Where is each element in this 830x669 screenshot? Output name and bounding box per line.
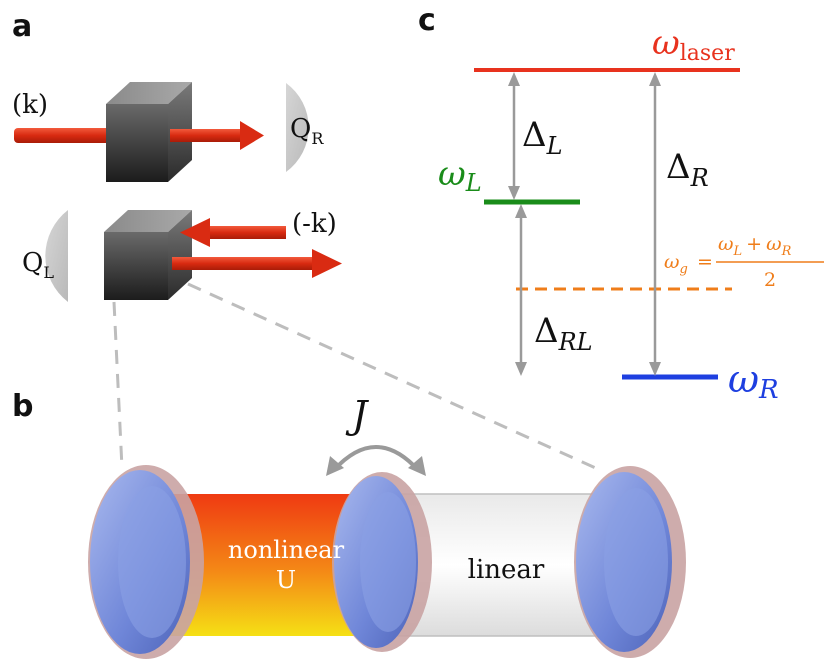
- omega-g-lhs: ωg: [664, 251, 688, 277]
- nonlinear-label: nonlinear: [228, 536, 345, 564]
- detector-ql-label: QL: [22, 248, 54, 282]
- delta-r-label: ΔR: [666, 147, 709, 192]
- panel-c: ωlaser ωL ωR ΔL ΔR ΔRL ωg = ωL+ωR 2: [438, 23, 824, 405]
- input-beam: [14, 128, 110, 143]
- reverse-beam: [180, 218, 286, 247]
- delta-l-label: ΔL: [522, 115, 563, 160]
- coupling-label: J: [345, 393, 369, 437]
- linear-label: linear: [468, 555, 545, 585]
- zoom-line-right: [187, 282, 601, 472]
- omega-g-formula: ωg = ωL+ωR 2: [664, 233, 824, 291]
- mirror-left: [88, 465, 204, 659]
- omega-l-label: ωL: [438, 154, 482, 197]
- omega-r-label: ωR: [728, 357, 779, 405]
- delta-r-arrow: [649, 72, 661, 376]
- panel-label-b: b: [12, 389, 33, 424]
- delta-rl-label: ΔRL: [534, 311, 593, 356]
- output-beam-bottom: [172, 249, 342, 278]
- zoom-line-left: [112, 301, 124, 469]
- omega-g-equals: =: [697, 251, 713, 273]
- input-label: (k): [12, 90, 48, 120]
- beam-splitter-bottom: [104, 210, 192, 300]
- panel-b: nonlinear U linear J: [88, 393, 686, 659]
- delta-rl-arrow: [515, 204, 527, 376]
- detector-qr: [286, 83, 309, 172]
- output-beam-right: [170, 121, 264, 150]
- omega-laser-label: ωlaser: [652, 23, 735, 66]
- coupling-arrow: [332, 445, 420, 472]
- detector-qr-label: QR: [290, 114, 324, 148]
- beam-splitter-top: [106, 82, 192, 182]
- panel-label-c: c: [418, 3, 436, 38]
- delta-l-arrow: [508, 72, 520, 200]
- coupling-arrowhead-right: [408, 456, 426, 476]
- panel-a: (k) QR (-k) QL: [12, 82, 601, 472]
- detector-ql: [45, 210, 68, 302]
- omega-g-numerator: ωL+ωR: [718, 233, 792, 259]
- mirror-right: [574, 466, 686, 658]
- omega-g-denominator: 2: [764, 269, 776, 291]
- nonlinear-u-label: U: [276, 566, 296, 594]
- mirror-middle: [332, 472, 432, 652]
- panel-label-a: a: [12, 9, 32, 44]
- reverse-label: (-k): [292, 209, 337, 239]
- coupling-arrowhead-left: [326, 456, 344, 476]
